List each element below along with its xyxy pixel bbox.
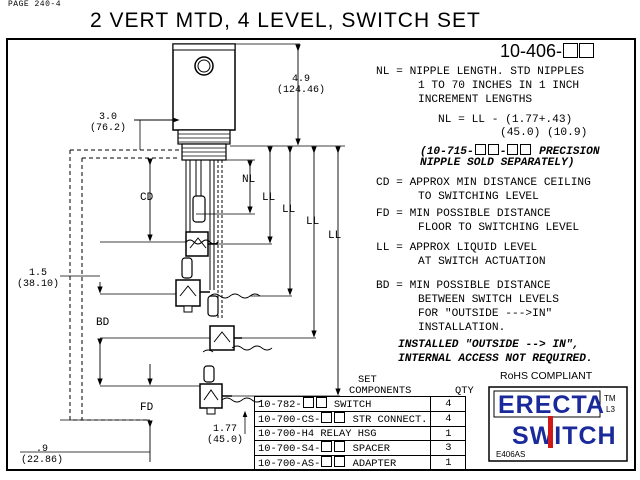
logo-l3: L3 xyxy=(606,405,615,414)
note-fd-1: FD = MIN POSSIBLE DISTANCE xyxy=(376,208,551,220)
part-number-prefix: 10-406- xyxy=(500,41,563,61)
qty-cell: 3 xyxy=(430,440,467,456)
frame-left-border xyxy=(6,38,8,470)
note-precision-prefix: (10-715- xyxy=(420,146,474,158)
component-cell: 10-700-H4 RELAY HSG xyxy=(253,426,432,441)
component-cell: 10-700-CS- STR CONNECT. xyxy=(253,411,432,427)
logo-word-switch: SWITCH xyxy=(512,422,617,450)
component-cell: 10-700-AS- ADAPTER xyxy=(253,455,432,471)
note-nl-2: 1 TO 70 INCHES IN 1 INCH xyxy=(418,80,580,92)
option-box xyxy=(563,43,579,58)
erecta-switch-logo: ERECTA TM L3 SWITCH E406AS xyxy=(488,386,628,462)
switch-3 xyxy=(209,325,242,351)
note-bd-3: FOR "OUTSIDE --->IN" xyxy=(418,308,553,320)
components-header-components: COMPONENTS xyxy=(349,385,412,397)
note-precision-suffix: PRECISION xyxy=(532,146,600,158)
option-box xyxy=(520,144,532,155)
drawing-title: 2 VERT MTD, 4 LEVEL, SWITCH SET xyxy=(90,9,481,32)
note-formula-2: (45.0) (10.9) xyxy=(500,127,588,139)
note-ll-2: AT SWITCH ACTUATION xyxy=(418,256,546,268)
label-bd: BD xyxy=(96,317,110,329)
page-number: PAGE 240-4 xyxy=(8,0,62,9)
dim-1-77: 1.77 (45.0) xyxy=(206,424,243,446)
switch-2 xyxy=(175,279,210,313)
dim-1-5: 1.5 (38.10) xyxy=(16,268,59,290)
connector xyxy=(203,365,215,383)
note-precision-1: (10-715-- PRECISION xyxy=(420,144,600,158)
logo-accent-bar xyxy=(548,416,553,448)
components-header-qty: QTY xyxy=(455,385,474,397)
switch-4 xyxy=(199,383,232,415)
note-precision-2: NIPPLE SOLD SEPARATELY) xyxy=(420,157,575,169)
qty-cell: 1 xyxy=(430,426,467,441)
frame-right-border xyxy=(634,38,636,470)
connector xyxy=(192,195,206,223)
logo-word-erecta: ERECTA xyxy=(498,391,605,419)
component-cell: 10-700-S4- SPACER xyxy=(253,440,432,456)
note-ll-1: LL = APPROX LIQUID LEVEL xyxy=(376,242,538,254)
housing-port-inner xyxy=(197,59,211,73)
logo-tm: TM xyxy=(604,394,616,403)
dim-3-0: 3.0 (76.2) xyxy=(89,112,126,134)
note-bd-1: BD = MIN POSSIBLE DISTANCE xyxy=(376,280,551,292)
component-cell: 10-782- SWITCH xyxy=(253,396,432,412)
logo-code: E406AS xyxy=(496,450,525,459)
table-row: 10-700-CS- STR CONNECT.4 xyxy=(253,411,467,427)
note-installed-1: INSTALLED "OUTSIDE --> IN", xyxy=(398,339,580,351)
note-fd-2: FLOOR TO SWITCHING LEVEL xyxy=(418,222,580,234)
option-box xyxy=(487,144,499,155)
note-cd-1: CD = APPROX MIN DISTANCE CEILING xyxy=(376,177,591,189)
note-nl-1: NL = NIPPLE LENGTH. STD NIPPLES xyxy=(376,66,585,78)
option-box xyxy=(474,144,486,155)
qty-cell: 4 xyxy=(430,411,467,427)
note-nl-3: INCREMENT LENGTHS xyxy=(418,94,533,106)
note-cd-2: TO SWITCHING LEVEL xyxy=(418,191,539,203)
label-fd: FD xyxy=(140,402,154,414)
note-formula-1: NL = LL - (1.77+.43) xyxy=(438,114,573,126)
dim-0-9: .9 (22.86) xyxy=(20,444,63,466)
option-box xyxy=(507,144,519,155)
rohs-label: RoHS COMPLIANT xyxy=(500,370,593,382)
qty-cell: 4 xyxy=(430,396,467,412)
frame-top-border xyxy=(6,38,636,40)
note-installed-2: INTERNAL ACCESS NOT REQUIRED. xyxy=(398,353,593,365)
connector xyxy=(207,295,219,317)
qty-cell: 1 xyxy=(430,455,467,471)
connector xyxy=(181,257,193,279)
part-number: 10-406- xyxy=(500,41,595,62)
dim-4-9: 4.9 (124.46) xyxy=(276,74,325,96)
housing-cap xyxy=(172,43,236,51)
note-bd-4: INSTALLATION. xyxy=(418,322,506,334)
note-bd-2: BETWEEN SWITCH LEVELS xyxy=(418,294,559,306)
option-box xyxy=(579,43,595,58)
components-header-set: SET xyxy=(358,374,377,386)
